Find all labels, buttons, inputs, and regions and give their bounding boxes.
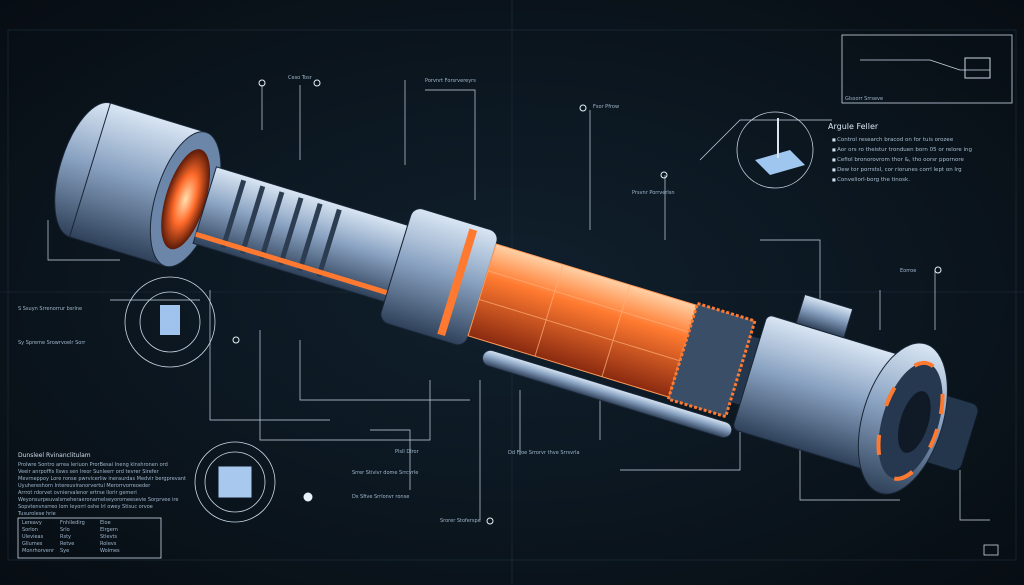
label: S Ssuyn Srrenorrur bsrlne xyxy=(18,306,83,312)
panel-title: Dunsleel Rvinanclitulam xyxy=(18,452,91,459)
callout-title: Argule Feller xyxy=(828,122,879,131)
label: Srrer Stivivr dome Srrcvrle xyxy=(352,470,419,476)
cylinder-assembly xyxy=(54,101,979,495)
label: Sy Spreme Srowrvoelr Sorr xyxy=(18,340,86,346)
component-icon xyxy=(160,305,180,335)
label: Prsvnr Porrverlsn xyxy=(632,190,675,196)
callout-bullets: Control research bracod on for tuis oroz… xyxy=(832,135,972,185)
label: Ds Sfive Srrlonvr ronse xyxy=(352,494,410,500)
plate-icon xyxy=(755,150,805,175)
label: Srorer Stoferspe xyxy=(440,518,481,524)
panel-text: Prolwre Sontro arrea leriuon ProrBesai I… xyxy=(18,462,186,517)
label: Ceso Tosr xyxy=(288,75,312,81)
leader-lines xyxy=(47,80,990,521)
label: Glssorr Srrseve xyxy=(845,96,884,102)
cube-icon xyxy=(217,465,253,499)
label: Plsll Dlror xyxy=(395,449,419,455)
label: Porvnrt Forsrvereyrs xyxy=(425,78,476,84)
label: Dd Froe Srrorvr thve Srrsvrla xyxy=(508,450,580,456)
label: Eorroe xyxy=(900,268,917,274)
label: Fsor Pfrow xyxy=(593,104,620,110)
